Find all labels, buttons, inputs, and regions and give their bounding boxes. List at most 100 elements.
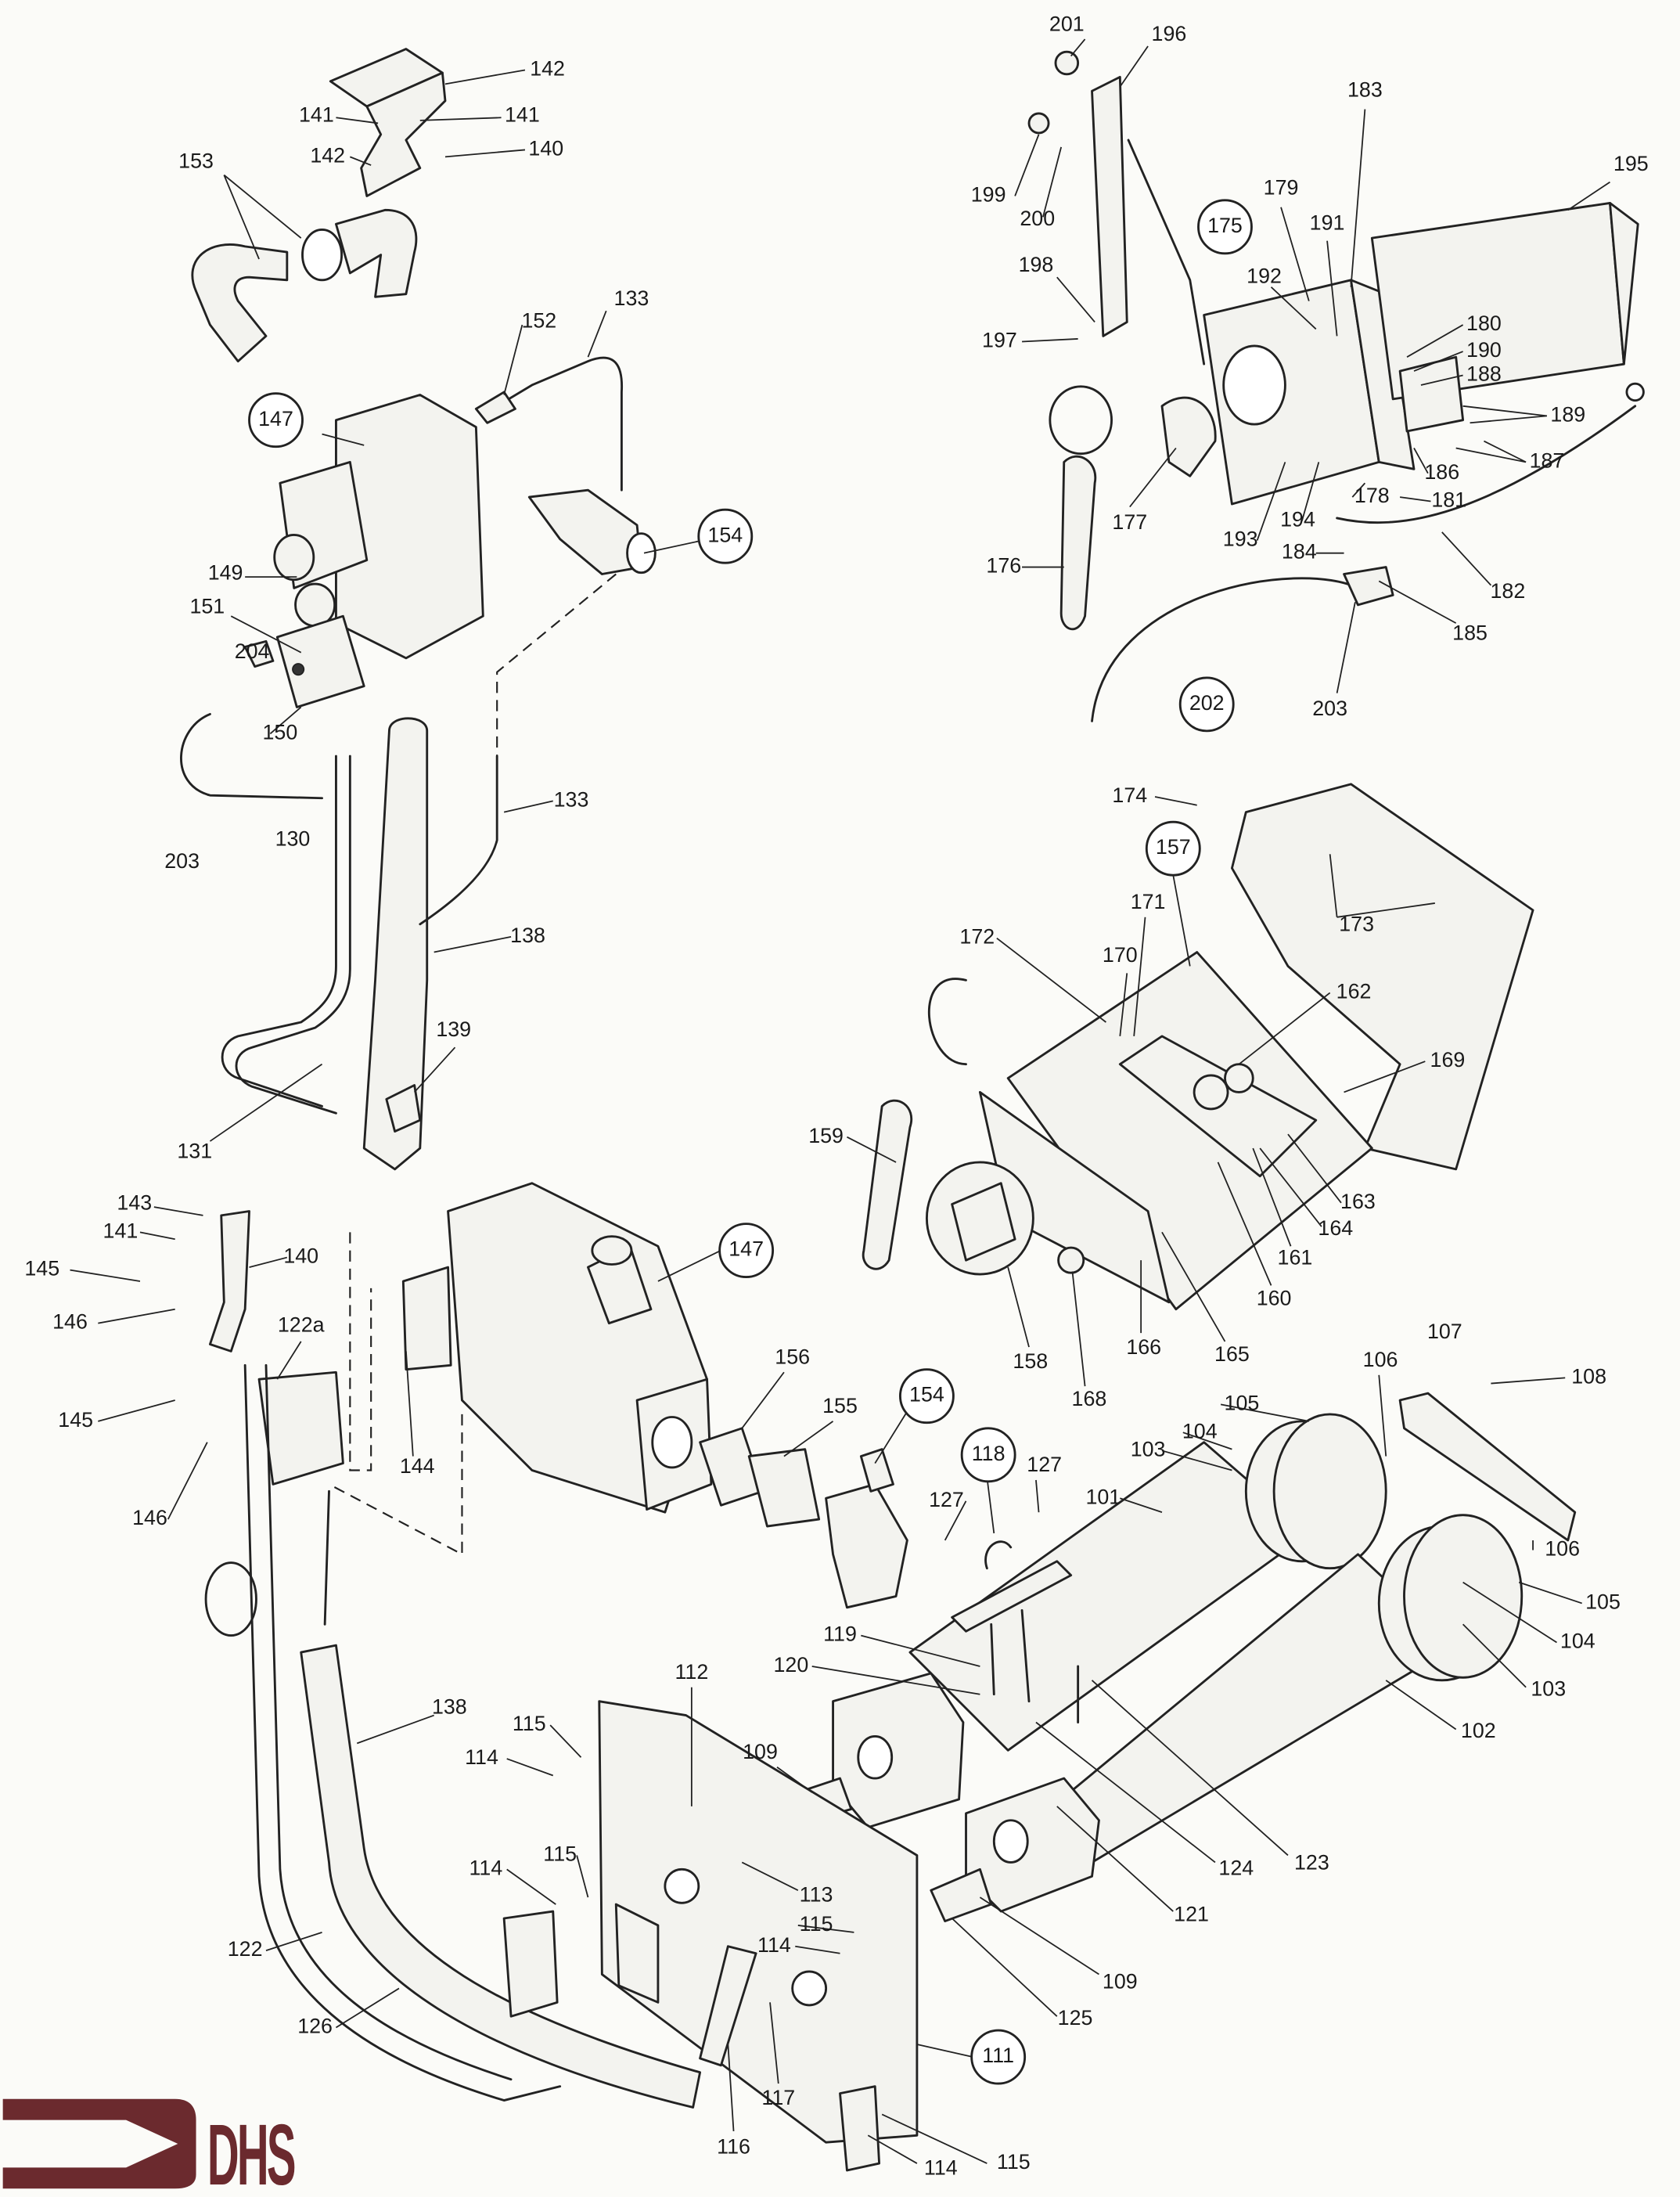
pilot-tube-upper <box>474 356 624 492</box>
part-number-label: 181 <box>1431 488 1466 512</box>
part-number-label: 130 <box>275 827 311 851</box>
part-number-label: 121 <box>1174 1902 1209 1925</box>
part-number-label: 196 <box>1152 22 1187 45</box>
callout-part-number: 118 <box>972 1442 1005 1465</box>
part-number-label: 146 <box>52 1310 88 1334</box>
part-number-label: 168 <box>1072 1387 1107 1410</box>
part-number-label: 141 <box>103 1219 139 1242</box>
part-number-label: 183 <box>1347 77 1383 101</box>
callout-circle <box>1197 199 1253 255</box>
part-number-label: 153 <box>178 149 214 173</box>
part-number-label: 140 <box>283 1244 318 1268</box>
part-number-label: 126 <box>297 2015 333 2038</box>
dhs-logo: DHS <box>2 2098 299 2197</box>
callout-circle <box>1145 820 1201 877</box>
callout-part-number: 147 <box>728 1237 764 1261</box>
part-number-label: 203 <box>164 849 200 873</box>
part-number-label: 131 <box>177 1139 212 1162</box>
capillary-wires <box>1091 382 1645 722</box>
part-number-label: 127 <box>929 1488 964 1511</box>
callout-part-number: 154 <box>707 523 743 546</box>
part-number-label: 190 <box>1466 338 1502 362</box>
dhs-logo-text: DHS <box>207 2106 295 2197</box>
part-number-label: 115 <box>800 1912 833 1936</box>
part-number-label: 187 <box>1530 448 1565 472</box>
part-number-label: 103 <box>1531 1677 1566 1700</box>
pilot-assembly <box>951 1540 1080 1723</box>
callout-circle <box>697 508 754 564</box>
part-number-label: 150 <box>263 721 298 744</box>
part-number-label: 102 <box>1461 1719 1496 1742</box>
part-number-label: 115 <box>513 1712 546 1735</box>
part-number-label: 166 <box>1126 1335 1161 1359</box>
supply-pipes-lower <box>204 1363 702 2109</box>
callout-circle <box>898 1368 955 1424</box>
thermocouple-lead-upper <box>180 639 323 800</box>
part-number-label: 145 <box>24 1257 59 1280</box>
callout-part-number: 154 <box>909 1383 944 1406</box>
valve-fittings <box>699 1427 908 1609</box>
part-number-label: 195 <box>1613 152 1649 175</box>
callout-circle <box>960 1427 1016 1483</box>
part-number-label: 149 <box>208 561 243 585</box>
burner-front-plate <box>502 1700 919 2172</box>
part-number-label: 188 <box>1466 362 1502 386</box>
part-number-label: 104 <box>1182 1419 1218 1442</box>
part-number-label: 145 <box>58 1408 93 1432</box>
part-number-label: 112 <box>675 1660 708 1684</box>
part-number-label: 155 <box>822 1394 858 1417</box>
part-number-label: 198 <box>1019 253 1054 276</box>
part-number-label: 120 <box>774 1653 809 1677</box>
part-number-label: 115 <box>543 1842 577 1866</box>
part-number-label: 171 <box>1131 890 1166 913</box>
part-number-label: 104 <box>1560 1630 1595 1653</box>
callout-circle <box>1178 676 1235 733</box>
part-number-label: 106 <box>1363 1348 1398 1371</box>
part-number-label: 177 <box>1112 510 1147 534</box>
part-number-label: 174 <box>1112 783 1147 807</box>
part-number-label: 200 <box>1020 207 1055 230</box>
part-number-label: 141 <box>505 103 540 127</box>
part-number-label: 162 <box>1336 980 1372 1003</box>
part-number-label: 114 <box>757 1933 791 1957</box>
part-number-label: 114 <box>924 2156 958 2179</box>
part-number-label: 180 <box>1466 312 1502 335</box>
pipe-elbows <box>191 208 418 363</box>
limit-control-housing <box>978 783 1534 1311</box>
part-number-label: 184 <box>1282 540 1317 564</box>
part-number-label: 106 <box>1545 1537 1580 1561</box>
part-number-label: 182 <box>1490 579 1525 603</box>
part-number-label: 114 <box>469 1856 502 1879</box>
part-number-label: 160 <box>1257 1286 1292 1309</box>
part-number-label: 127 <box>1027 1453 1062 1476</box>
part-number-label: 140 <box>528 137 563 160</box>
callout-circle <box>248 392 304 448</box>
part-number-label: 194 <box>1280 508 1315 531</box>
burner-tube-upper <box>908 1413 1387 1752</box>
part-number-label: 105 <box>1585 1590 1621 1614</box>
part-number-label: 170 <box>1103 943 1138 967</box>
part-number-label: 119 <box>823 1623 857 1646</box>
part-number-label: 161 <box>1278 1245 1313 1269</box>
part-number-label: 169 <box>1430 1048 1466 1071</box>
part-number-label: 101 <box>1085 1485 1121 1508</box>
callout-circle <box>718 1223 775 1279</box>
callout-part-number: 157 <box>1156 835 1191 859</box>
part-number-label: 151 <box>189 595 225 618</box>
part-number-label: 163 <box>1340 1190 1376 1213</box>
part-number-label: 124 <box>1218 1856 1254 1879</box>
part-number-label: 164 <box>1318 1216 1353 1240</box>
elbow-fitting-upper <box>527 488 657 575</box>
part-number-label: 108 <box>1571 1365 1606 1388</box>
part-number-label: 105 <box>1225 1391 1260 1414</box>
control-box <box>1203 201 1639 506</box>
part-number-label: 172 <box>959 925 995 949</box>
callout-part-number: 111 <box>982 2044 1014 2067</box>
part-number-label: 133 <box>614 286 649 310</box>
spreader-plate <box>1398 1392 1577 1542</box>
burner-tube-lower <box>1034 1514 1524 1864</box>
pilot-supply-tubes <box>221 717 498 1171</box>
part-number-label: 199 <box>971 183 1006 207</box>
